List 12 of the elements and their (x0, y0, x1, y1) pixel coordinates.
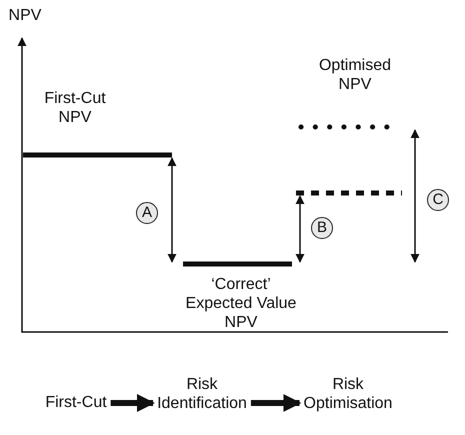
stage-label: Risk Identification (152, 375, 252, 413)
arrow (250, 394, 302, 412)
level-label: ‘Correct’ Expected Value NPV (185, 275, 297, 332)
callout-letter: B (311, 217, 333, 239)
axis-label: NPV (8, 6, 42, 25)
level-label: Optimised NPV (318, 56, 392, 94)
callout-letter: A (136, 202, 158, 224)
arrow (110, 394, 155, 412)
level-label: First-Cut NPV (43, 89, 107, 127)
stage-label: Risk Optimisation (292, 375, 404, 413)
stage-label: First-Cut (30, 393, 122, 412)
callout-letter: C (427, 189, 449, 211)
